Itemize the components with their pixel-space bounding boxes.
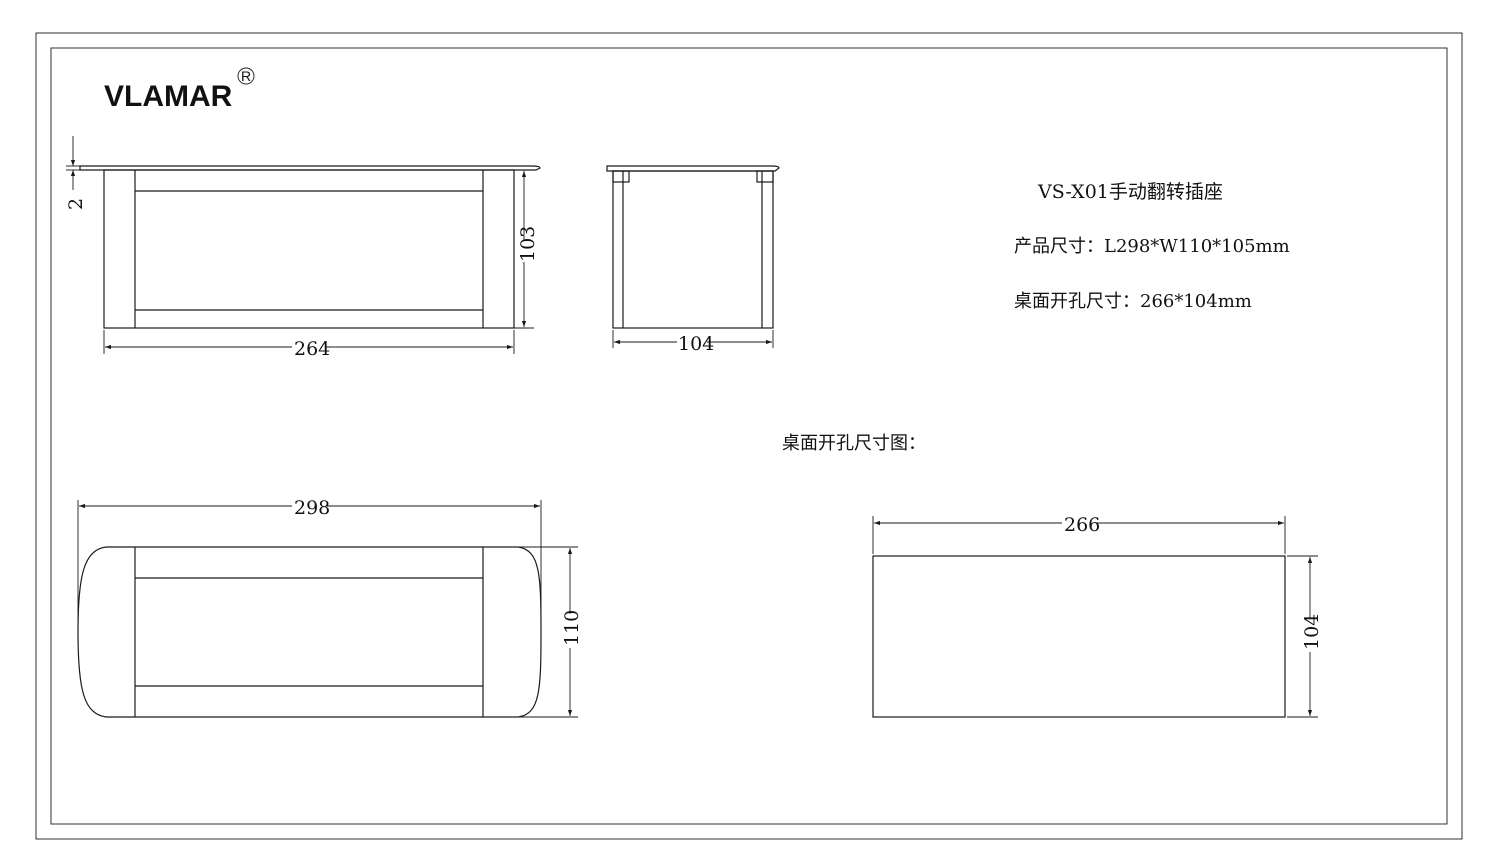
dim-front-flange: 2 — [65, 136, 87, 210]
brand-name: VLAMAR — [104, 80, 233, 113]
product-title: VS-X01手动翻转插座 — [1037, 181, 1223, 203]
dim-top-length-label: 298 — [294, 497, 330, 519]
dim-front-flange-label: 2 — [65, 198, 87, 210]
registered-mark-circle — [237, 67, 255, 85]
dim-side-width-label: 104 — [678, 333, 714, 355]
cutout-heading: 桌面开孔尺寸图： — [782, 433, 926, 454]
dim-cutout-width-label: 104 — [1301, 614, 1323, 650]
dim-cutout-length-label: 266 — [1064, 514, 1100, 536]
brand-logo: VLAMAR R — [104, 67, 255, 113]
dim-top-length: 298 — [77, 497, 542, 632]
dim-top-width-label: 110 — [561, 610, 583, 646]
dim-front-width: 264 — [103, 330, 515, 360]
dim-top-width: 110 — [519, 546, 583, 718]
outer-frame — [35, 32, 1463, 840]
registered-mark: R — [241, 68, 251, 84]
dim-front-height-label: 103 — [517, 226, 539, 262]
dim-cutout-width: 104 — [1287, 555, 1323, 718]
inner-frame — [50, 47, 1448, 825]
dim-side-width: 104 — [612, 330, 774, 355]
cutout-size: 桌面开孔尺寸：266*104mm — [1014, 291, 1252, 312]
cutout-view: 266 104 — [872, 514, 1323, 718]
top-view: 298 110 — [77, 497, 583, 718]
dim-front-width-label: 264 — [294, 338, 330, 360]
side-view: 104 — [606, 165, 780, 355]
dim-front-height: 103 — [512, 169, 539, 329]
dim-cutout-length: 266 — [872, 514, 1286, 554]
product-size: 产品尺寸：L298*W110*105mm — [1014, 236, 1290, 257]
front-view: 2 103 264 — [65, 136, 541, 360]
